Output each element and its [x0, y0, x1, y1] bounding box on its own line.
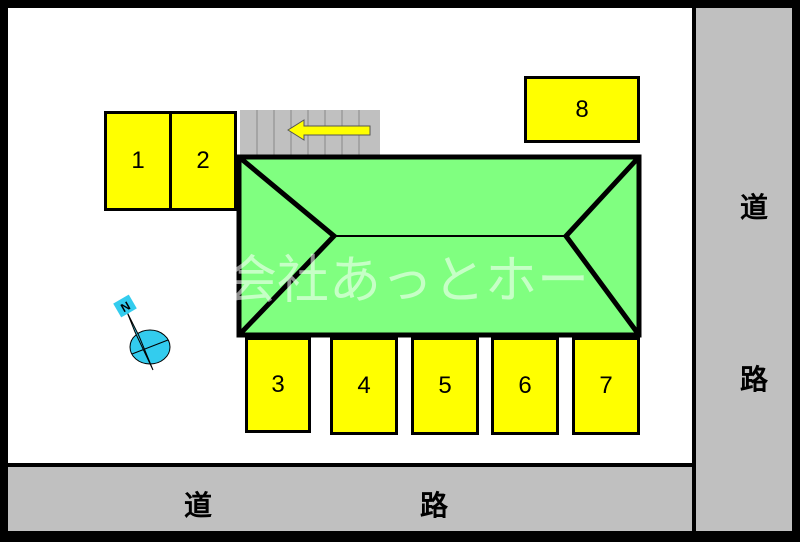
- arrow-left-icon: [287, 119, 371, 141]
- road-right: [696, 8, 792, 531]
- building: [236, 154, 642, 338]
- lot-number: 4: [357, 372, 371, 399]
- lot-number: 8: [575, 95, 589, 123]
- parking-lot-8[interactable]: 8: [524, 76, 640, 143]
- road-bottom-label-1: 道: [184, 489, 213, 522]
- road-bottom: [8, 467, 692, 531]
- parking-lot-3[interactable]: 3: [245, 337, 311, 433]
- lot-number: 6: [518, 372, 532, 399]
- stairs: [240, 110, 380, 158]
- parking-lot-1[interactable]: 1: [104, 111, 172, 211]
- lot-number: 2: [196, 147, 210, 174]
- road-right-label-1: 道: [740, 191, 769, 224]
- lot-number: 1: [131, 147, 145, 174]
- parking-lot-4[interactable]: 4: [330, 337, 398, 435]
- lot-number: 5: [438, 372, 452, 399]
- road-bottom-label-2: 路: [420, 489, 449, 522]
- lot-number: 3: [271, 371, 285, 398]
- parking-lot-6[interactable]: 6: [491, 337, 559, 435]
- compass-icon: N: [113, 294, 171, 371]
- lot-number: 7: [599, 372, 613, 399]
- road-right-label-2: 路: [740, 363, 769, 396]
- parking-lot-5[interactable]: 5: [411, 337, 479, 435]
- parking-lot-2[interactable]: 2: [169, 111, 237, 211]
- parking-lot-7[interactable]: 7: [572, 337, 640, 435]
